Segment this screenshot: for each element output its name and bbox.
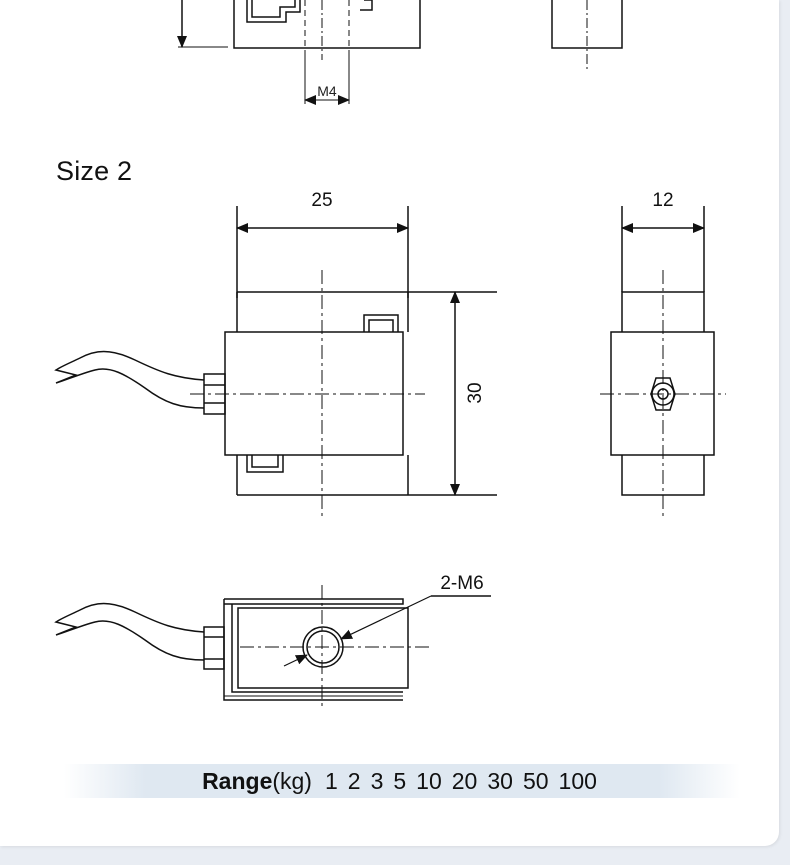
range-unit: (kg) <box>272 767 312 794</box>
bottom-view <box>54 585 491 710</box>
range-value: 30 <box>487 767 513 794</box>
width-dimension-label: 25 <box>311 190 332 211</box>
section-title: Size 2 <box>56 156 133 186</box>
range-bar: Range (kg) 1 2 3 5 10 20 30 50 100 <box>64 764 740 798</box>
side-width-dimension-label: 12 <box>652 190 673 211</box>
height-dimension-label: 30 <box>465 382 486 403</box>
spec-card: M4 25 30 12 2-M6 Size 2 Range (kg) 1 2 3… <box>0 0 779 846</box>
range-label: Range <box>202 767 273 794</box>
range-value: 20 <box>451 767 478 794</box>
top-partial-drawing <box>177 0 623 105</box>
range-value: 50 <box>522 767 549 794</box>
range-value: 2 <box>347 767 361 794</box>
range-value: 10 <box>416 767 442 794</box>
range-value: 100 <box>558 767 597 794</box>
range-value: 1 <box>324 767 338 794</box>
range-value: 3 <box>370 767 384 794</box>
hole-callout-label: 2-M6 <box>440 573 483 594</box>
thread-dimension-label: M4 <box>317 83 337 99</box>
technical-drawing: M4 25 30 12 2-M6 <box>54 0 726 710</box>
range-value: 5 <box>393 767 407 794</box>
front-view <box>54 206 497 518</box>
side-view <box>600 206 726 518</box>
